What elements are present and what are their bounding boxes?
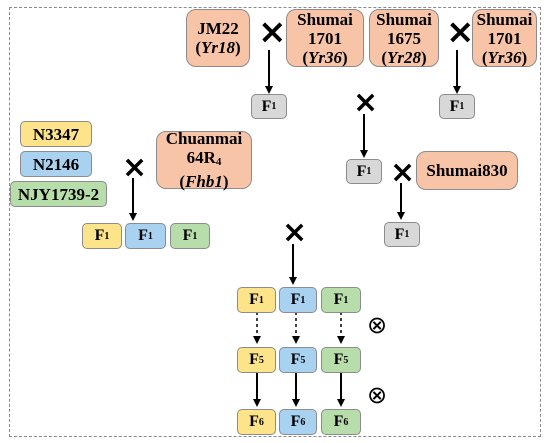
self-symbol-1: ⊗ — [367, 311, 388, 339]
gen-number: 1 — [258, 294, 264, 306]
gen-letter: F — [333, 291, 344, 308]
gen-letter: F — [249, 351, 259, 368]
gen-number: 1 — [271, 101, 277, 112]
parent-jm22: JM22 (Yr18) — [186, 9, 250, 67]
cross-symbol-3: × — [353, 85, 379, 120]
njy1739-name: NJY1739-2 — [17, 184, 100, 204]
gen-number: 1 — [192, 230, 198, 242]
jm22-name: JM22 — [197, 19, 239, 38]
gen-number: 1 — [343, 294, 349, 306]
shumai1701b-gene: Yr36 — [487, 47, 522, 67]
chuanmai-name2-line: 64R4 — [187, 148, 222, 172]
gen-number: 1 — [147, 230, 153, 242]
gen-number: 6 — [258, 416, 264, 428]
n3347-name: N3347 — [32, 124, 80, 144]
shumai830-name: Shumai830 — [426, 161, 508, 180]
parent-shumai1701-a: Shumai 1701 (Yr36) — [286, 9, 364, 67]
parent-shumai1701-b: Shumai 1701 (Yr36) — [472, 9, 537, 67]
parent-n2146: N2146 — [20, 151, 92, 177]
shumai1675-gene: Yr28 — [387, 47, 421, 67]
parent-shumai1675: Shumai 1675 (Yr28) — [369, 9, 439, 67]
jm22-gene-line: (Yr18) — [195, 38, 241, 57]
cross-symbol-1: × — [258, 12, 287, 52]
parent-chuanmai: Chuanmai 64R4 (Fhb1) — [156, 129, 252, 191]
gen-letter: F — [333, 413, 344, 430]
gen-number: 1 — [366, 166, 372, 177]
cross-symbol-4: × — [390, 155, 416, 190]
gen-letter: F — [394, 225, 405, 243]
shumai1701b-name1: Shumai — [476, 9, 533, 29]
gen-letter: F — [290, 351, 301, 368]
gen-letter: F — [138, 227, 148, 244]
gen-number: 1 — [300, 294, 306, 306]
gen-number: 1 — [459, 101, 465, 112]
gen-number: 5 — [300, 354, 306, 366]
parent-n3347: N3347 — [20, 121, 92, 147]
chuanmai-name2-sub: 4 — [215, 156, 222, 168]
parent-njy1739: NJY1739-2 — [10, 181, 107, 207]
shumai1675-name1: Shumai — [376, 9, 432, 29]
chuanmai-gene-line: (Fhb1) — [179, 172, 229, 191]
shumai1701a-name2: 1701 — [308, 28, 342, 48]
gen-letter: F — [94, 227, 105, 244]
shumai1701b-gene-line: (Yr36) — [481, 47, 528, 67]
cross-symbol-center: × — [282, 215, 308, 250]
cross-symbol-left: × — [122, 150, 148, 185]
gen-number: 6 — [300, 416, 306, 428]
shumai1701a-gene-line: (Yr36) — [302, 47, 348, 67]
gen-number: 1 — [104, 230, 110, 242]
gen-number: 1 — [404, 229, 410, 240]
self-symbol-2: ⊗ — [367, 381, 388, 409]
shumai1675-name2: 1675 — [387, 28, 421, 48]
gen-letter: F — [290, 413, 301, 430]
n2146-name: N2146 — [32, 154, 80, 174]
shumai1675-gene-line: (Yr28) — [381, 47, 427, 67]
gen-number: 6 — [343, 416, 349, 428]
gen-letter: F — [249, 291, 259, 308]
chuanmai-name1: Chuanmai — [165, 129, 243, 148]
cross-symbol-2: × — [446, 12, 475, 52]
gen-letter: F — [290, 291, 301, 308]
gen-letter: F — [449, 97, 460, 115]
jm22-gene: Yr18 — [201, 38, 235, 57]
dashed-frame — [9, 7, 541, 437]
gen-letter: F — [249, 413, 259, 430]
parent-shumai830: Shumai830 — [416, 151, 518, 190]
gen-letter: F — [261, 97, 272, 115]
shumai1701b-name2: 1701 — [487, 28, 522, 48]
shumai1701a-gene: Yr36 — [308, 47, 342, 67]
gen-letter: F — [182, 227, 193, 244]
gen-number: 5 — [343, 354, 349, 366]
chuanmai-gene: Fhb1 — [185, 172, 223, 191]
gen-letter: F — [333, 351, 344, 368]
gen-letter: F — [356, 162, 367, 180]
gen-number: 5 — [258, 354, 264, 366]
shumai1701a-name1: Shumai — [297, 9, 353, 29]
chuanmai-name2: 64R — [186, 148, 216, 167]
